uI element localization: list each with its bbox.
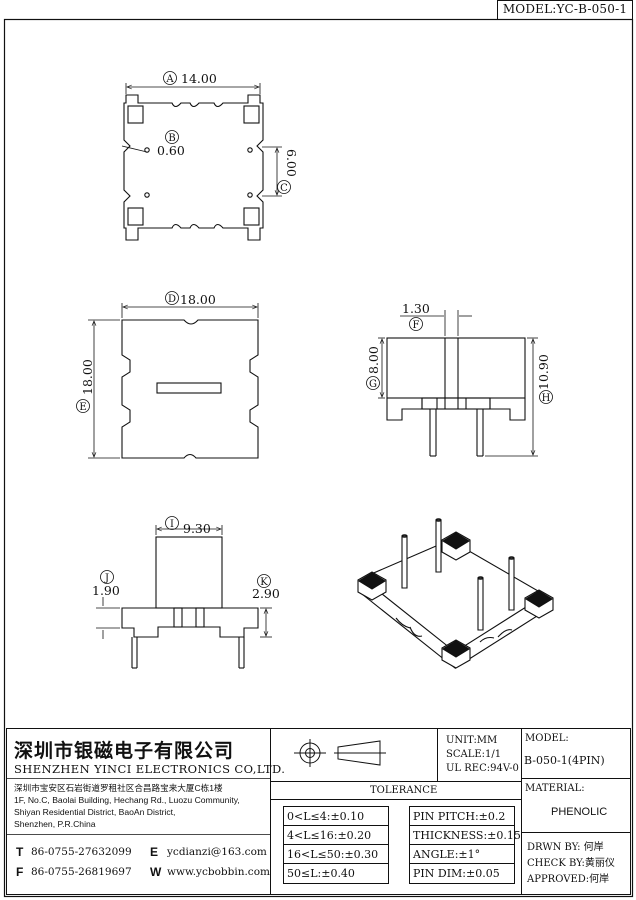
dim-b-value: 0.60 — [157, 143, 185, 158]
model-tag: MODEL:YC-B-050-1 — [502, 2, 628, 16]
callout-c-circle — [277, 180, 291, 194]
tolerance-title: TOLERANCE — [370, 785, 438, 796]
email-value[interactable]: ycdianzi@163.com — [167, 846, 267, 858]
callout-d: D — [168, 294, 176, 305]
dim-f-g-h — [378, 310, 538, 457]
side-view — [386, 337, 526, 457]
address-line-3: Shiyan Residential District, BaoAn Distr… — [14, 807, 176, 817]
callout-a-circle — [163, 71, 177, 85]
tolerance-row-1: 0<L≤4:±0.10 — [287, 810, 365, 823]
fax-letter: F — [16, 865, 24, 879]
callout-k: K — [260, 577, 268, 588]
approved-by: APPROVED:何岸 — [527, 874, 610, 885]
callout-g-circle — [366, 376, 380, 390]
unit-label: UNIT:MM — [446, 735, 498, 746]
dim-a — [121, 83, 282, 197]
material-label: MATERIAL: — [525, 783, 585, 794]
phone-letter: T — [16, 845, 24, 859]
dim-i-j-k — [96, 525, 272, 639]
title-block-frame — [6, 728, 631, 895]
model-label: MODEL: — [525, 733, 569, 744]
callout-i: I — [170, 519, 174, 530]
pin-spec-row-1: PIN PITCH:±0.2 — [413, 810, 506, 823]
pin-spec-row-3: ANGLE:±1° — [413, 848, 481, 861]
company-name-en: SHENZHEN YINCI ELECTRONICS CO,LTD. — [14, 762, 286, 776]
callout-b-circle — [165, 130, 179, 144]
drawing-border — [3, 18, 634, 898]
callout-k-circle — [257, 574, 271, 588]
dim-j-value: 1.90 — [92, 583, 120, 598]
dim-h-value: 10.90 — [536, 354, 551, 390]
front-view — [121, 536, 259, 669]
model-tag-box — [497, 0, 633, 20]
material-value: PHENOLIC — [551, 806, 608, 818]
address-line-2: 1F, No.C, Baolai Building, Hechang Rd., … — [14, 795, 240, 805]
callout-e-circle — [76, 399, 90, 413]
phone-value: 86-0755-27632099 — [31, 846, 132, 858]
isometric-view — [357, 518, 554, 670]
callout-i-circle — [165, 516, 179, 530]
pin-spec-row-4: PIN DIM:±0.05 — [413, 867, 500, 880]
dim-e-value: 18.00 — [80, 359, 95, 395]
web-letter: W — [150, 865, 162, 879]
callout-f: F — [413, 320, 420, 331]
callout-j-circle — [100, 570, 114, 584]
model-value: B-050-1(4PIN) — [524, 754, 605, 767]
drawn-by: DRWN BY: 何岸 — [527, 842, 604, 853]
fax-value: 86-0755-26819697 — [31, 866, 132, 878]
tolerance-row-3: 16<L≤50:±0.30 — [287, 848, 379, 861]
dim-d-e — [88, 303, 259, 459]
callout-h-circle — [539, 390, 553, 404]
scale-label: SCALE:1/1 — [446, 749, 502, 760]
callout-d-circle — [165, 291, 179, 305]
callout-b: B — [168, 133, 175, 144]
checked-by: CHECK BY:黄丽仪 — [527, 858, 615, 869]
dim-g-value: 8.00 — [366, 346, 381, 374]
top-view-large — [121, 319, 259, 459]
address-line-4: Shenzhen, P.R.China — [14, 819, 96, 829]
projection-symbol-icon — [294, 739, 386, 767]
dim-c-value: 6.00 — [284, 149, 299, 177]
dim-i-value: 9.30 — [183, 521, 211, 536]
tolerance-row-2: 4<L≤16:±0.20 — [287, 829, 372, 842]
dim-a-value: 14.00 — [181, 71, 217, 86]
callout-a: A — [165, 74, 174, 85]
email-letter: E — [150, 845, 159, 859]
dim-f-value: 1.30 — [402, 301, 430, 316]
callout-j: J — [104, 573, 109, 584]
callout-g: G — [369, 379, 377, 390]
callout-h: H — [542, 393, 551, 404]
pin-spec-row-2: THICKNESS:±0.15 — [413, 829, 521, 842]
callout-f-circle — [409, 317, 423, 331]
dim-k-value: 2.90 — [252, 586, 280, 601]
callout-c: C — [280, 183, 288, 194]
web-value[interactable]: www.ycbobbin.com — [167, 866, 270, 878]
top-view-small — [123, 94, 264, 241]
dim-d-value: 18.00 — [180, 292, 216, 307]
tolerance-row-4: 50≤L:±0.40 — [287, 867, 355, 880]
address-line-1: 深圳市宝安区石岩街道罗租社区合昌路宝来大厦C栋1楼 — [14, 783, 223, 793]
ul-rec-label: UL REC:94V-0 — [446, 763, 519, 774]
company-name-cn: 深圳市银磁电子有限公司 — [14, 740, 235, 762]
callout-e: E — [79, 402, 86, 413]
